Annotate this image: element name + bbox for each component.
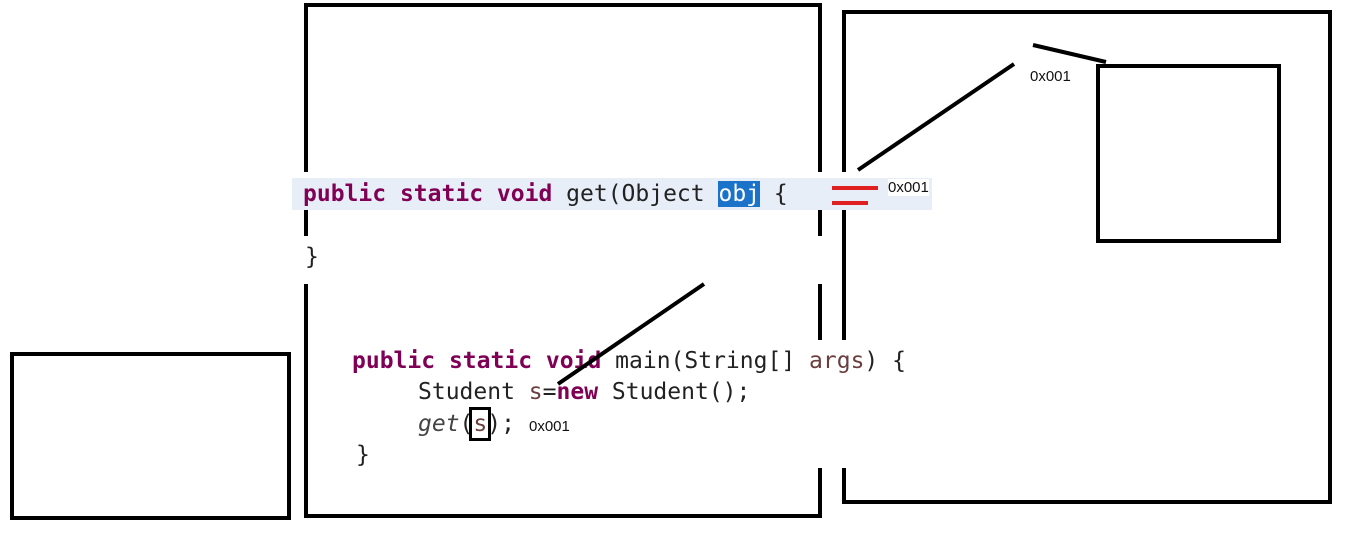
open-brace: { (773, 181, 788, 207)
call-get: get (418, 411, 460, 437)
assign-eq: = (542, 379, 557, 405)
pointer-line-arg-to-param (556, 282, 706, 386)
main-close-brace: } (356, 442, 370, 468)
call-arg-s: s (469, 407, 492, 441)
student-ctor: Student(); (598, 379, 751, 405)
heap-area-box (842, 10, 1332, 504)
main-line-student: Student s=new Student(); (418, 381, 750, 404)
heap-object-box (1096, 64, 1281, 243)
main-sig-end: ) { (864, 348, 906, 374)
student-type: Student (418, 379, 529, 405)
main-keyword-public: public (352, 348, 436, 374)
method-line-highlight (292, 178, 932, 210)
main-keyword-static: static (448, 348, 533, 374)
pointer-line-heap-object (1032, 43, 1107, 64)
main-keyword-void: void (545, 348, 602, 374)
method-name: get(Object (566, 181, 719, 207)
param-address-label: 0x001 (888, 179, 929, 196)
keyword-new: new (556, 379, 599, 405)
stack-box-left (10, 352, 291, 520)
call-open-paren: ( (459, 411, 474, 437)
call-close: ); (487, 411, 515, 437)
main-line-get-call: get(s); (418, 407, 515, 441)
main-sig: main(String[] (615, 348, 810, 374)
main-code-background (318, 340, 848, 468)
method-close-brace: } (305, 244, 319, 270)
arg-address-label: 0x001 (529, 418, 570, 435)
main-args: args (809, 348, 865, 374)
main-signature-line: public static void main(String[] args) { (352, 350, 906, 373)
method-signature-line: public static void get(Object obj​ { (303, 181, 788, 207)
keyword-public: public (303, 181, 387, 207)
pointer-line-to-heap (856, 62, 1016, 172)
method-close-background (298, 236, 828, 284)
keyword-void: void (496, 181, 553, 207)
var-s: s (528, 379, 543, 405)
keyword-static: static (399, 181, 484, 207)
heap-object-address-label: 0x001 (1030, 68, 1071, 85)
param-obj-selected: obj (718, 181, 761, 207)
